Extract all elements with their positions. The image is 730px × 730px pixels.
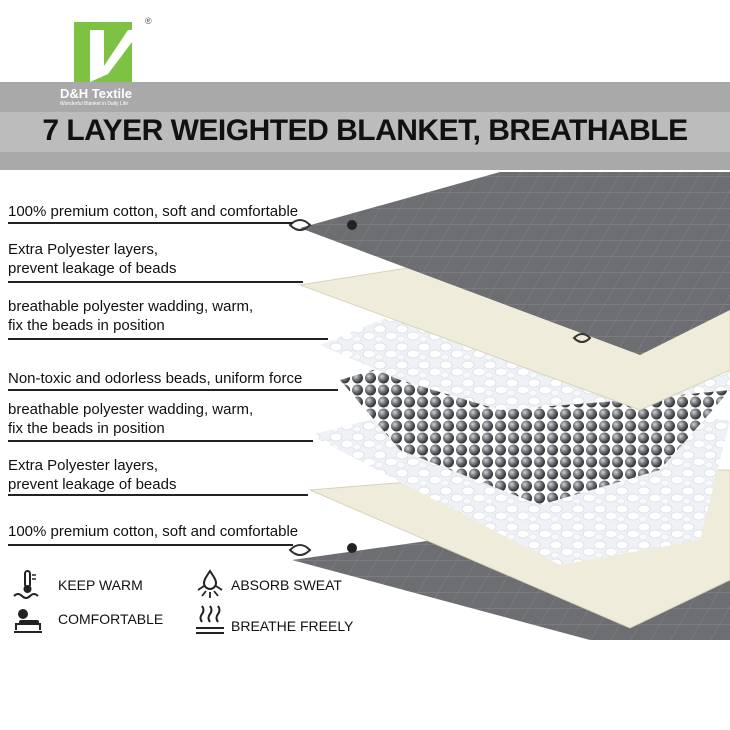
brand-name: D&H Textile [60,86,132,101]
title-band [0,112,730,152]
layer-pointer-line [8,440,313,442]
breathe-waves-icon [196,605,224,634]
sleeping-person-icon [14,609,42,633]
layer-label-5: breathable polyester wadding, warm,fix t… [8,401,254,437]
feature-comfortable: COMFORTABLE [58,611,164,627]
layer-pointer-line [8,222,293,224]
feature-breathe-freely: BREATHE FREELY [231,618,354,634]
layer-label-2: Extra Polyester layers,prevent leakage o… [8,241,177,277]
layer-pointer-line [8,494,308,496]
layer-pointer-line [8,338,328,340]
logo-icon [74,22,132,90]
thermometer-icon [13,570,39,599]
layer-label-6: Extra Polyester layers,prevent leakage o… [8,457,177,493]
layer-label-7: 100% premium cotton, soft and comfortabl… [8,523,299,540]
feature-absorb-sweat: ABSORB SWEAT [231,577,342,593]
feature-keep-warm: KEEP WARM [58,577,143,593]
layer-label-4: Non-toxic and odorless beads, uniform fo… [8,370,303,387]
layer-label-1: 100% premium cotton, soft and comfortabl… [8,203,299,220]
sweat-drop-icon [197,569,223,598]
page-title: 7 LAYER WEIGHTED BLANKET, BREATHABLE [42,114,688,147]
layer-pointer-line [8,544,293,546]
brand-tagline: Wonderful Blanket in Daily Life [60,101,128,107]
layer-pointer-line [8,281,303,283]
layer-label-3: breathable polyester wadding, warm,fix t… [8,298,254,334]
layer-pointer-line [8,389,338,391]
registered-mark: ® [145,16,152,26]
